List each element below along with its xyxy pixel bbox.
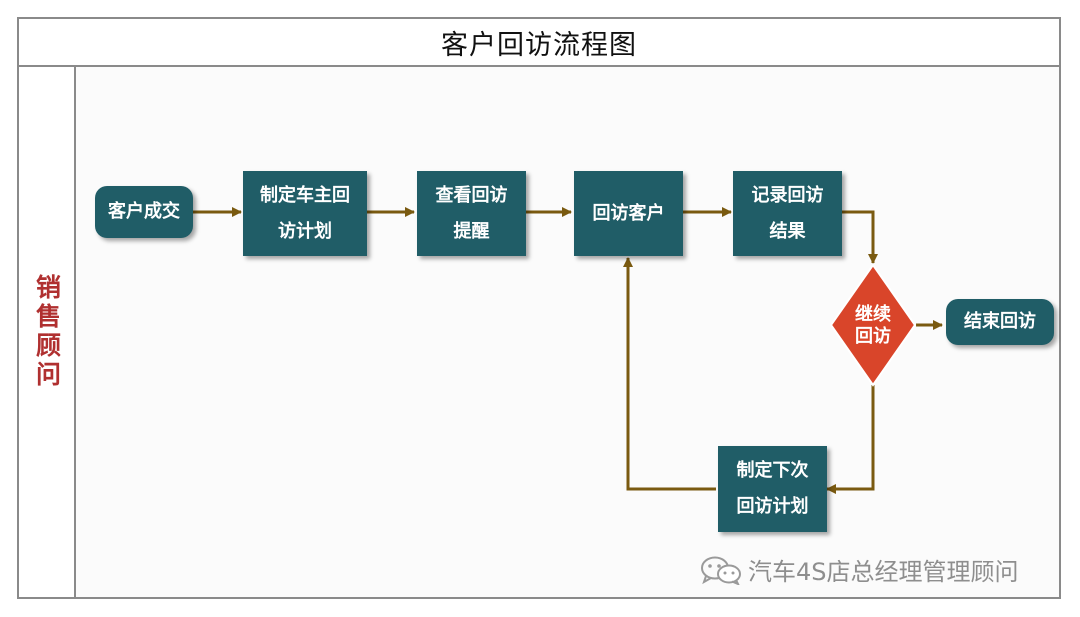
arrow-decision-to-next-plan: [826, 385, 875, 494]
node-visit-customer: 回访客户: [574, 171, 683, 256]
node-make-owner-plan: 制定车主回 访计划: [243, 171, 367, 256]
arrow-next-plan-to-visit: [623, 257, 716, 491]
decision-diamond: [829, 263, 917, 387]
node-next-plan: 制定下次 回访计划: [718, 446, 827, 532]
node-customer-deal: 客户成交: [95, 186, 193, 238]
swimlane-label: 销售顾问: [17, 65, 76, 599]
watermark: 汽车4S店总经理管理顾问: [700, 552, 1019, 587]
node-continue-decision: 继续 回访: [855, 304, 891, 347]
node-check-reminder: 查看回访 提醒: [417, 171, 526, 256]
watermark-text: 汽车4S店总经理管理顾问: [748, 558, 1019, 586]
node-record-result: 记录回访 结果: [733, 171, 842, 256]
node-end-visit: 结束回访: [946, 299, 1054, 345]
arrow-record-to-decision: [842, 210, 878, 264]
wechat-icon: [701, 556, 741, 585]
swimlane-label-text: 销售顾问: [32, 274, 62, 390]
diagram-title: 客户回访流程图: [17, 17, 1061, 67]
